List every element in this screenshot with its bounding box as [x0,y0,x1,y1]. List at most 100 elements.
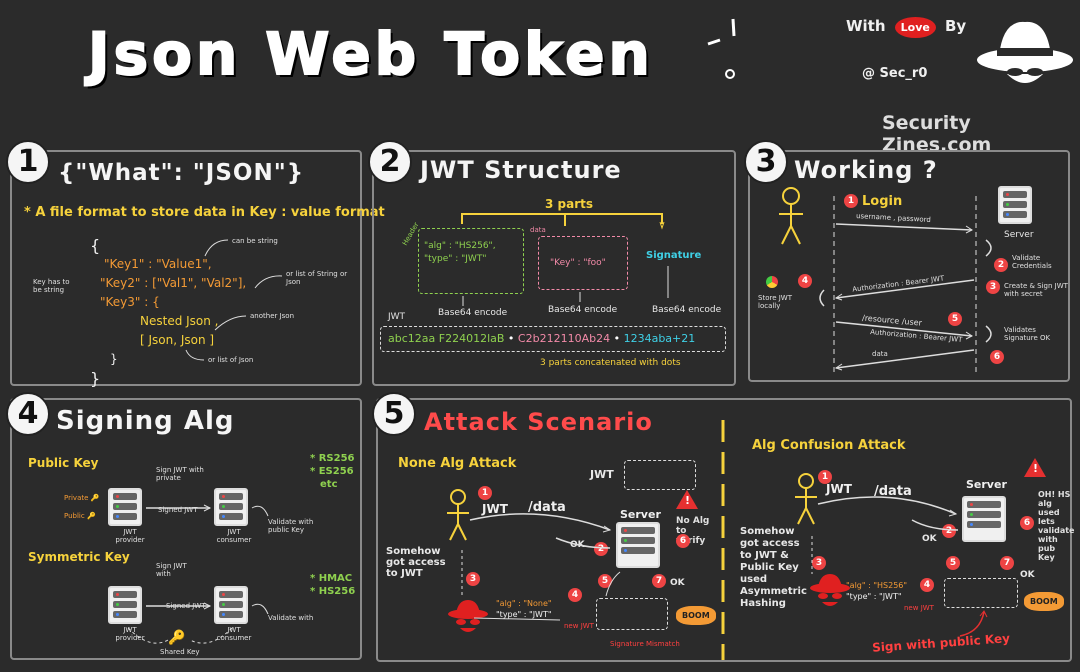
sparkle-icon [707,18,736,79]
key-text: Public [64,512,85,520]
oh-label: OH! HS alg used lets validate with pub K… [1038,490,1074,562]
consumer-server-icon [214,488,248,526]
forged-token-box [596,598,668,630]
brace-close: } [90,369,101,388]
note-key-string: Key has to be string [33,278,77,294]
panel1-title: {"What": "JSON"} [58,160,304,186]
title-text: Working ? [794,156,938,184]
hdr-line: "type" : "JWT" [424,254,487,264]
store-text: Store JWT locally [758,294,792,310]
data-label: data [872,350,888,358]
attack-step-4: 4 [568,588,582,602]
label-text: Shared Key [160,648,200,656]
ok-label-2: OK [670,578,685,588]
path-text: /data [528,500,566,515]
new-jwt-label: new JWT [564,622,594,630]
ok-text: OK [922,534,937,544]
validates-label: Validates Signature OK [1004,326,1064,342]
conf-step-2: 2 [942,524,956,538]
dot: • [507,332,515,345]
sig-text: Signature [646,250,702,261]
alg-text: "alg" : "HS256" [846,581,908,590]
validate-public-label: Validate with public Key [268,518,326,534]
server-label: Server [1004,230,1034,240]
alg-item: * RS256 [310,453,355,464]
mismatch-text: Signature Mismatch [610,640,680,648]
step-1-badge: 1 [844,194,858,208]
label-text: JWT consumer [216,528,252,544]
step-2-badge: 2 [994,258,1008,272]
jwt-text: JWT [590,468,614,481]
note-text: or list of Json [208,356,254,364]
encode-1: Base64 encode [438,308,507,318]
conf-step-5: 5 [946,556,960,570]
validate-text: Validate Credentials [1012,254,1052,270]
alg-text: "alg" : "None" [496,599,552,608]
asym-algs: * RS256 * ES256 etc [310,452,355,491]
label-text: Signed JWT [158,506,198,514]
consumer-label: JWT consumer [214,528,254,544]
private-key-icon: Private 🔑 [64,494,100,502]
newjwt-text: new JWT [904,604,934,612]
create-text: Create & Sign JWT with secret [1004,282,1068,298]
author-handle: @ Sec_r0 [862,66,927,81]
sequence-lines [819,196,992,372]
jwt-text: JWT [826,482,852,496]
attack-step-5: 5 [598,574,612,588]
signature-label: Signature [646,250,701,261]
jwt-mini-box [624,460,696,490]
desc-text: * A file format to store data in Key : v… [24,205,385,220]
data-json: "Key" : "foo" [550,258,606,268]
sign-private-label: Sign JWT with private [156,466,208,482]
conf-server-icon [962,496,1006,542]
hdr-line: "alg" : "HS256", [424,241,496,251]
alg-item: etc [320,479,338,490]
somehow2-label: Somehow got access to JWT & Public Key u… [740,526,810,610]
browser-icon [766,276,778,288]
title-text: Attack Scenario [424,408,653,436]
line-text: "Key2" : ["Val1", "Val2"], [100,276,247,290]
conf-new-jwt: new JWT [904,604,934,612]
conf-step-6: 6 [1020,516,1034,530]
note-text: Key has to be string [33,278,70,294]
title-text: None Alg Attack [398,456,517,471]
validate-label: Validate Credentials [1012,254,1068,270]
data-box [538,236,628,290]
parts-text: 3 parts [545,197,594,211]
data-line: "Key" : "foo" [550,258,606,268]
attack-step-2: 2 [594,542,608,556]
attack-step-7: 7 [652,574,666,588]
label-text: Sign JWT with [156,562,187,578]
encode-3: Base64 encode [652,305,721,315]
conf-data-label: /data [874,484,912,499]
step-6-badge: 6 [990,350,1004,364]
panel-number-3: 3 [744,140,788,184]
label-text: Sign JWT with private [156,466,204,482]
conf-boom-icon: BOOM [1024,592,1064,611]
panel3-title: Working ? [794,156,938,184]
number-text: 4 [17,396,39,431]
token-box [380,326,726,352]
line-text: "Key3" : { [100,295,160,309]
create-label: Create & Sign JWT with secret [1004,282,1070,298]
with-text: With [846,17,886,35]
token-part-2: C2b212110Ab24 [517,332,611,345]
conf-step-4: 4 [920,578,934,592]
token-part-3: 1234aba+21 [623,332,696,345]
panel-number-2: 2 [368,140,412,184]
server-text: Server [966,478,1007,491]
none-alg-title: None Alg Attack [398,456,516,471]
validate-with-label: Validate with [268,614,313,622]
panel-number-1: 1 [6,140,50,184]
sign-jwt-label: Sign JWT with [156,562,196,578]
panel-working [748,150,1070,382]
pk-text: Public Key [28,456,99,470]
panel-number-4: 4 [6,392,50,436]
label-text: Validate with public Key [268,518,314,534]
signing-arrows [127,504,269,644]
ok-text: OK [1020,570,1035,580]
line-text: [ Json, Json ] [140,333,215,347]
server-text: Server [1004,230,1034,240]
title-text: Json Web Token [87,19,654,89]
